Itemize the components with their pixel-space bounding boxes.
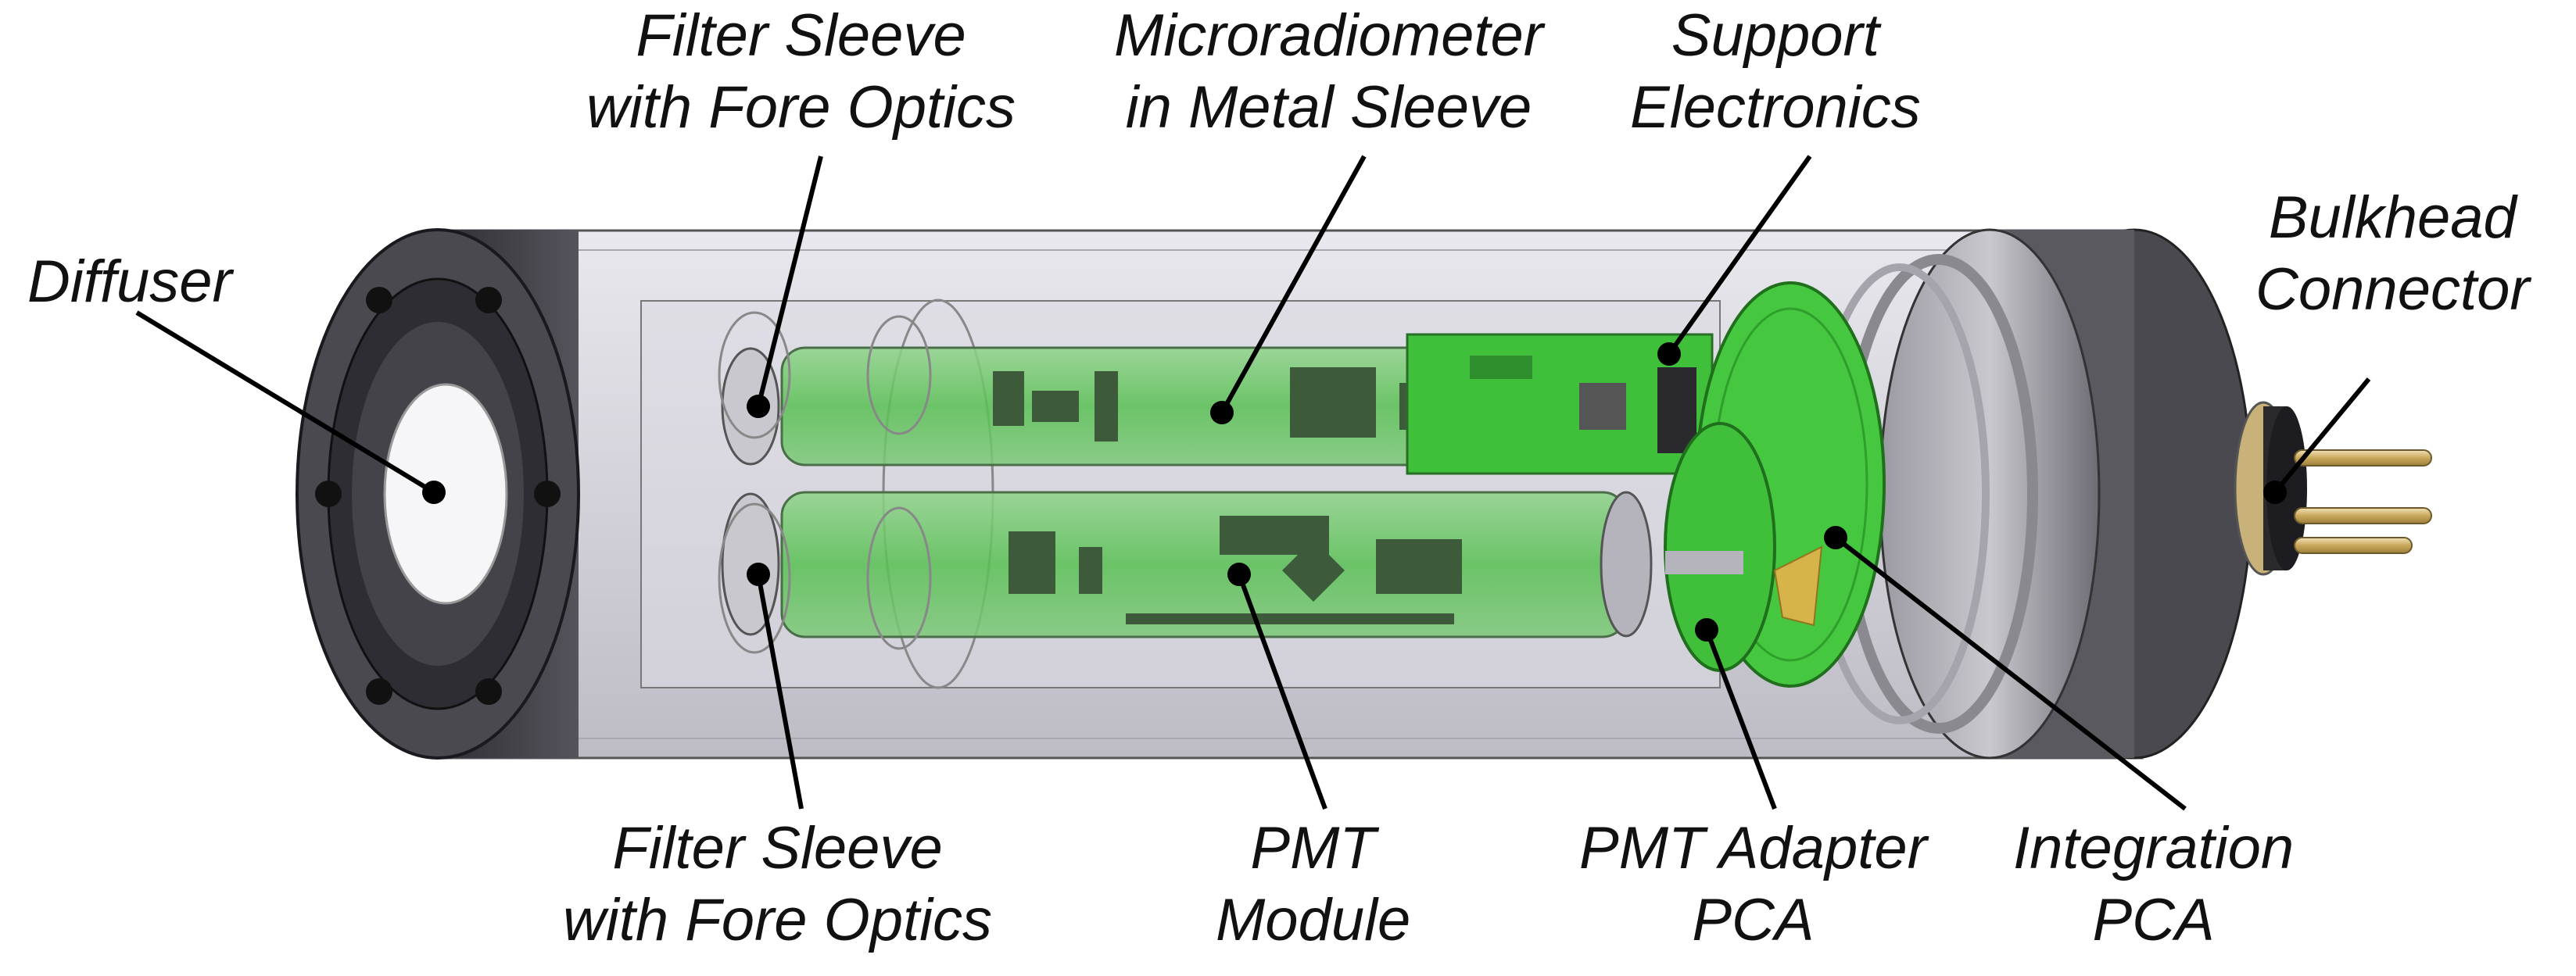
label-support-electronics-line2: Electronics xyxy=(1630,74,1921,141)
leader-dot-pmt-module xyxy=(1227,563,1251,586)
leader-dot-filter-sleeve-top xyxy=(747,395,770,418)
label-pmt-module-line1: PMT xyxy=(1250,815,1376,881)
support-electronics-part xyxy=(1406,333,1714,475)
leader-dot-pmt-adapter xyxy=(1695,618,1718,642)
leader-dot-diffuser xyxy=(422,481,446,504)
leader-line-microradiometer xyxy=(1220,155,1367,414)
leader-dot-bulkhead-connector xyxy=(2263,481,2287,504)
pmt-module-part xyxy=(721,491,1653,638)
label-diffuser: Diffuser xyxy=(27,246,232,318)
label-integration-pca-line2: PCA xyxy=(2092,887,2215,953)
leader-line-pmt-module xyxy=(1237,573,1327,810)
label-pmt-adapter: PMT Adapter PCA xyxy=(1579,813,1927,956)
bulkhead-connector-part xyxy=(2234,401,2432,576)
leader-line-bulkhead-connector xyxy=(2273,377,2371,494)
label-microradiometer-line2: in Metal Sleeve xyxy=(1125,74,1532,141)
label-filter-sleeve-top-line2: with Fore Optics xyxy=(586,74,1016,141)
leader-line-support-electronics xyxy=(1667,155,1812,356)
label-filter-sleeve-bottom-line2: with Fore Optics xyxy=(563,887,993,953)
label-bulkhead-connector-line2: Connector xyxy=(2255,256,2530,323)
leader-dot-support-electronics xyxy=(1657,342,1681,366)
leader-line-pmt-adapter xyxy=(1704,628,1777,810)
filter-sleeves-part xyxy=(718,311,932,654)
leader-line-filter-sleeve-bottom xyxy=(756,574,804,810)
label-pmt-adapter-line2: PCA xyxy=(1692,887,1815,953)
leader-line-diffuser xyxy=(135,310,435,495)
leader-line-integration-pca xyxy=(1834,535,2187,811)
label-bulkhead-connector-line1: Bulkhead xyxy=(2268,184,2517,251)
label-support-electronics: Support Electronics xyxy=(1630,0,1921,144)
label-bulkhead-connector: Bulkhead Connector xyxy=(2255,182,2530,326)
leader-dot-microradiometer xyxy=(1210,401,1234,424)
label-filter-sleeve-top: Filter Sleeve with Fore Optics xyxy=(586,0,1016,144)
label-filter-sleeve-bottom-line1: Filter Sleeve xyxy=(612,815,943,881)
leader-lines xyxy=(135,155,2371,811)
label-integration-pca-line1: Integration xyxy=(2013,815,2295,881)
leader-line-filter-sleeve-top xyxy=(756,156,823,407)
label-microradiometer-line1: Microradiometer xyxy=(1114,2,1544,69)
label-diffuser-line1: Diffuser xyxy=(27,248,232,315)
leader-dot-integration-pca xyxy=(1824,526,1847,549)
label-pmt-adapter-line1: PMT Adapter xyxy=(1579,815,1927,881)
label-pmt-module-line2: Module xyxy=(1216,887,1411,953)
label-filter-sleeve-top-line1: Filter Sleeve xyxy=(636,2,966,69)
label-pmt-module: PMT Module xyxy=(1216,813,1410,956)
label-filter-sleeve-bottom: Filter Sleeve with Fore Optics xyxy=(563,813,992,956)
label-support-electronics-line1: Support xyxy=(1671,2,1879,69)
leader-dot-filter-sleeve-bottom xyxy=(747,563,770,586)
label-microradiometer: Microradiometer in Metal Sleeve xyxy=(1114,0,1543,144)
label-integration-pca: Integration PCA xyxy=(2013,813,2294,956)
